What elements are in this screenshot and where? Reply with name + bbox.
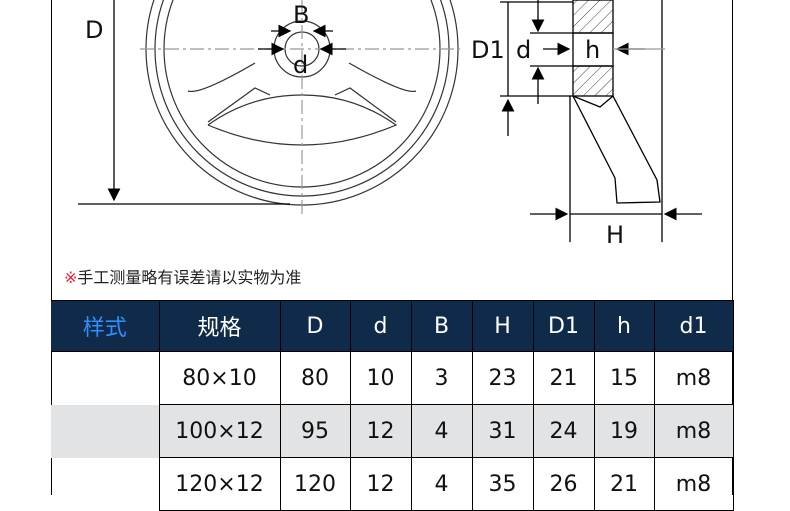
handwheel-technical-drawing: D B d D1 d h H (78, 0, 702, 249)
label-H: H (606, 221, 624, 249)
cell-d1: m8 (653, 457, 734, 511)
header-h: h (593, 300, 655, 352)
cell-D1: 24 (532, 404, 595, 458)
label-d-front: d (293, 51, 308, 79)
cell-H: 31 (471, 404, 534, 458)
cell-D1: 21 (532, 351, 595, 405)
label-B: B (293, 1, 309, 29)
cell-h: 15 (593, 351, 655, 405)
cell-spec: 80×10 (158, 351, 281, 405)
cell-D: 80 (279, 351, 351, 405)
cell-d: 10 (349, 351, 412, 405)
content-frame (51, 0, 733, 495)
header-d1: d1 (653, 300, 734, 352)
cell-h: 21 (593, 457, 655, 511)
cell-d: 12 (349, 457, 412, 511)
header-spec: 规格 (158, 300, 281, 352)
side-view (500, 0, 702, 242)
label-h: h (585, 36, 600, 64)
cell-B: 3 (410, 351, 473, 405)
table-row: 80×10 80 10 3 23 21 15 m8 (51, 351, 734, 405)
cell-d1: m8 (653, 351, 734, 405)
cell-style (51, 457, 160, 511)
cell-D1: 26 (532, 457, 595, 511)
cell-B: 4 (410, 404, 473, 458)
note-mark: ※ (64, 268, 78, 287)
label-D: D (85, 16, 103, 44)
cell-h: 19 (593, 404, 655, 458)
table-row: 100×12 95 12 4 31 24 19 m8 (51, 404, 734, 458)
note-text: 手工测量略有误差请以实物为准 (77, 268, 302, 287)
dimension-lines (78, 0, 346, 205)
header-D1: D1 (532, 300, 595, 352)
cell-spec: 100×12 (158, 404, 281, 458)
cell-B: 4 (410, 457, 473, 511)
cell-style (51, 404, 160, 458)
table-row: 120×12 120 12 4 35 26 21 m8 (51, 457, 734, 511)
cell-spec: 120×12 (158, 457, 281, 511)
header-B: B (410, 300, 473, 352)
header-D: D (279, 300, 351, 352)
header-d: d (349, 300, 412, 352)
spec-table: 样式 规格 D d B H D1 h d1 80×10 80 10 3 23 2… (51, 300, 734, 511)
cell-D: 95 (279, 404, 351, 458)
cell-H: 23 (471, 351, 534, 405)
label-d-side: d (516, 36, 531, 64)
cell-d: 12 (349, 404, 412, 458)
cell-style (51, 351, 160, 405)
measurement-note: ※手工测量略有误差请以实物为准 (64, 264, 301, 288)
front-view (140, 0, 460, 215)
cell-d1: m8 (653, 404, 734, 458)
cell-H: 35 (471, 457, 534, 511)
cell-D: 120 (279, 457, 351, 511)
header-H: H (471, 300, 534, 352)
header-style: 样式 (51, 300, 160, 352)
table-header: 样式 规格 D d B H D1 h d1 (51, 300, 734, 352)
label-D1: D1 (471, 36, 505, 64)
